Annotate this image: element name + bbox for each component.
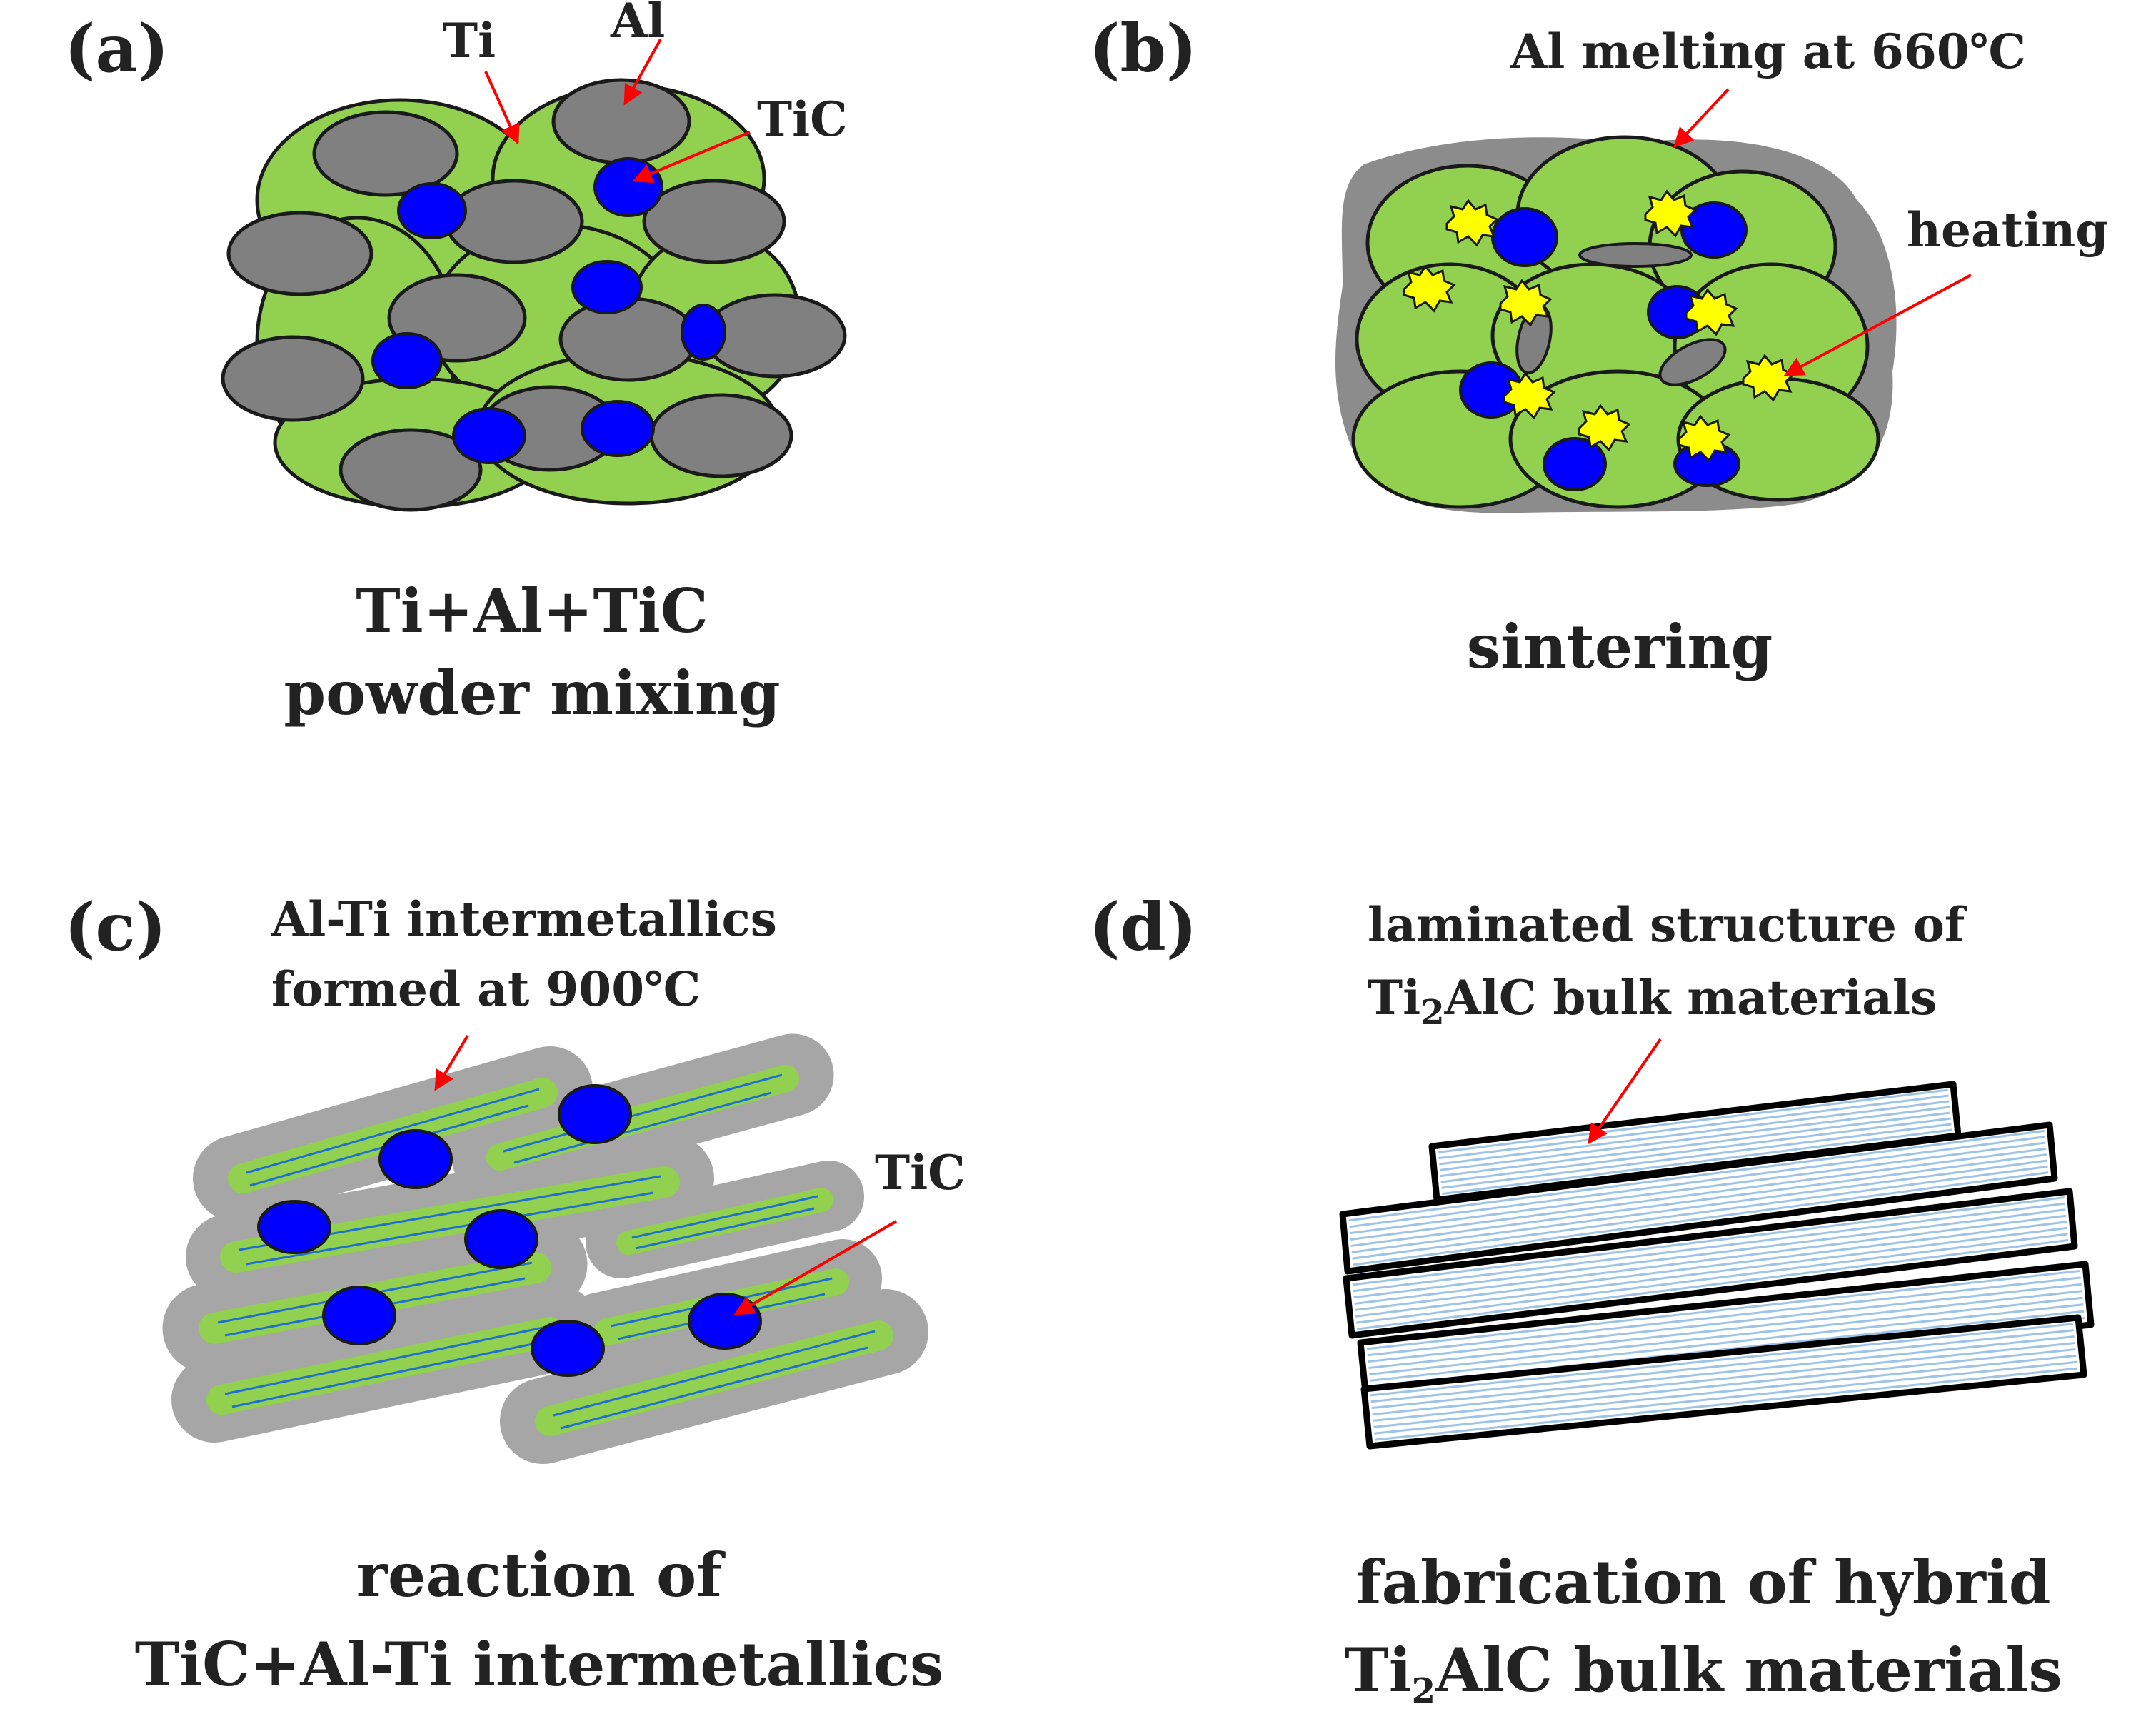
lamina-line xyxy=(1442,1128,1952,1196)
label-intermetallics-line2: formed at 900℃ xyxy=(271,961,701,1017)
caption-d-line1: fabrication of hybrid xyxy=(1355,1547,2050,1618)
lamina-line xyxy=(1356,1233,2068,1324)
lamina-line xyxy=(1350,1141,2046,1235)
label-tic-c: TiC xyxy=(875,1145,966,1201)
ti-grains-b xyxy=(1351,135,1880,509)
heating-spots xyxy=(1403,189,1795,463)
arrow-tic-c xyxy=(733,1220,898,1315)
panel-b-letter: (b) xyxy=(1089,10,1197,87)
lamina-line xyxy=(1438,1088,1948,1153)
lamina-line xyxy=(1374,1360,2077,1435)
lamina-line xyxy=(1368,1290,2082,1370)
lamina-line xyxy=(1349,1136,2045,1228)
panel-c-letter: (c) xyxy=(64,888,166,966)
lamina-line xyxy=(1372,1342,2075,1416)
caption-c-line2: TiC+Al-Ti intermetallics xyxy=(135,1629,944,1700)
lamina-line xyxy=(1438,1094,1949,1160)
lamina-line xyxy=(1371,1335,2075,1410)
al-slivers xyxy=(1515,242,1727,386)
label-al: Al xyxy=(610,0,665,49)
lamina-line xyxy=(1354,1214,2067,1305)
lamina-line xyxy=(1369,1296,2083,1375)
lamina-line xyxy=(1353,1208,2066,1299)
lamina-line xyxy=(1367,1276,2081,1357)
label-intermetallics-line1: Al-Ti intermetallics xyxy=(271,891,777,947)
al-particles xyxy=(221,78,847,512)
lamina-line xyxy=(1353,1171,2049,1266)
lamina-plate xyxy=(1339,1121,2058,1275)
lamina-line xyxy=(1348,1129,2045,1222)
lamina-line xyxy=(1352,1165,2048,1260)
arrow-laminated xyxy=(1588,1038,1662,1145)
panel-d-letter: (d) xyxy=(1089,888,1197,966)
lamina-line xyxy=(1356,1238,2069,1330)
lamina-line xyxy=(1439,1106,1950,1171)
lamina-line xyxy=(1370,1303,2084,1382)
lamina-line xyxy=(1440,1117,1951,1183)
lamina-line xyxy=(1350,1147,2047,1241)
label-ti: Ti xyxy=(443,13,496,69)
lamina-line xyxy=(1440,1111,1951,1178)
tic-particles-b xyxy=(1459,201,1748,491)
lamina-line xyxy=(1439,1100,1950,1166)
lamina-line xyxy=(1355,1226,2067,1318)
panel-b: (b) xyxy=(1089,10,2108,682)
lamina-line xyxy=(1441,1123,1952,1189)
lamina-line xyxy=(1370,1323,2074,1397)
panel-c: (c) xyxy=(64,888,966,1700)
label-al-melting: Al melting at 660℃ xyxy=(1510,24,2026,79)
lamina-plate xyxy=(1357,1261,2095,1403)
lamina-line xyxy=(1350,1153,2047,1247)
label-laminated-line1: laminated structure of xyxy=(1368,897,1967,953)
panel-d: (d) laminated structure of Ti2AlC bulk m… xyxy=(1089,888,2095,1711)
lamina-line xyxy=(1373,1348,2076,1422)
laminated-plates xyxy=(1339,1081,2095,1450)
panel-a: (a) xyxy=(64,0,848,728)
arrow-heating xyxy=(1783,274,1972,376)
arrow-tic-a xyxy=(632,131,751,184)
lamina-line xyxy=(1351,1159,2047,1253)
arrow-al xyxy=(623,39,662,106)
caption-a-line1: Ti+Al+TiC xyxy=(356,576,708,646)
panel-a-letter: (a) xyxy=(64,10,169,87)
caption-b: sintering xyxy=(1467,611,1773,682)
label-tic-a: TiC xyxy=(757,91,848,147)
lamina-line xyxy=(1374,1367,2078,1441)
tic-particles-c xyxy=(257,1084,762,1377)
lamina-plate xyxy=(1360,1314,2087,1450)
label-heating: heating xyxy=(1907,202,2108,258)
lamina-line xyxy=(1366,1269,2081,1350)
arrow-ti xyxy=(484,71,520,145)
arrow-intermetallics xyxy=(434,1034,469,1091)
caption-c-line1: reaction of xyxy=(356,1540,726,1610)
lamina-line xyxy=(1368,1283,2082,1363)
lamina-line xyxy=(1352,1196,2065,1286)
lamina-line xyxy=(1353,1202,2065,1293)
caption-a-line2: powder mixing xyxy=(284,658,780,728)
lamina-line xyxy=(1373,1354,2077,1428)
label-laminated-line2: Ti2AlC bulk materials xyxy=(1368,970,1937,1033)
caption-d-line2: Ti2AlC bulk materials xyxy=(1344,1635,2062,1711)
lamina-plate xyxy=(1343,1188,2078,1339)
lamina-line xyxy=(1370,1329,2074,1403)
tic-particles xyxy=(371,157,726,464)
arrow-al-melting xyxy=(1673,88,1730,149)
ti-laminae-c xyxy=(199,1065,893,1436)
lamina-line xyxy=(1355,1221,2067,1311)
